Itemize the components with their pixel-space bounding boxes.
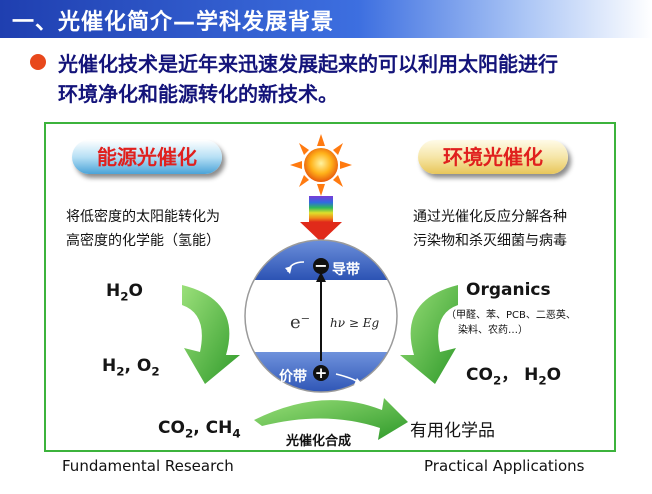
left-products: H2, O2 [102,356,160,379]
bottom-reactants: CO2, CH4 [158,418,241,441]
title-bar [0,0,652,38]
left-reactant: H2O [106,281,143,304]
left-desc-2: 高密度的化学能（氢能） [66,233,220,249]
bottom-products: 有用化学品 [410,421,495,441]
bottom-curved-arrow-icon [254,398,408,440]
valence-band-label: 价带 [279,369,307,385]
sun-icon [290,134,352,196]
bullet-icon [30,54,46,70]
right-reactant: Organics [466,280,551,300]
right-examples-1: （甲醛、苯、PCB、二恶英、 [446,310,576,321]
bandgap-label: hν ≥ Eg [330,316,380,330]
hole-plus-icon: + [313,364,329,382]
intro-line-2: 环境净化和能源转化的新技术。 [58,82,338,106]
bottom-process-label: 光催化合成 [286,434,352,449]
right-curved-arrow-icon [400,285,458,384]
electron-label: e⁻ [290,312,311,333]
slide-title: 一、光催化简介—学科发展背景 [12,10,335,35]
diagram-frame [44,122,616,452]
conduction-band-label: 导带 [332,262,360,278]
energy-photocatalysis-pill: 能源光催化 [72,140,222,174]
left-curved-arrow-icon [182,285,240,384]
right-desc-1: 通过光催化反应分解各种 [413,209,567,225]
intro-line-1: 光催化技术是近年来迅速发展起来的可以利用太阳能进行 [58,52,558,76]
light-arrow-icon [300,196,342,242]
right-examples-2: 染料、农药…） [458,325,528,336]
right-products: CO2， H2O [466,365,562,388]
footer-left: Fundamental Research [62,457,234,475]
environmental-photocatalysis-pill: 环境光催化 [418,140,568,174]
electron-minus-icon: − [313,256,329,275]
right-desc-2: 污染物和杀灭细菌与病毒 [413,233,567,249]
footer-right: Practical Applications [424,457,585,475]
left-desc-1: 将低密度的太阳能转化为 [66,209,220,225]
